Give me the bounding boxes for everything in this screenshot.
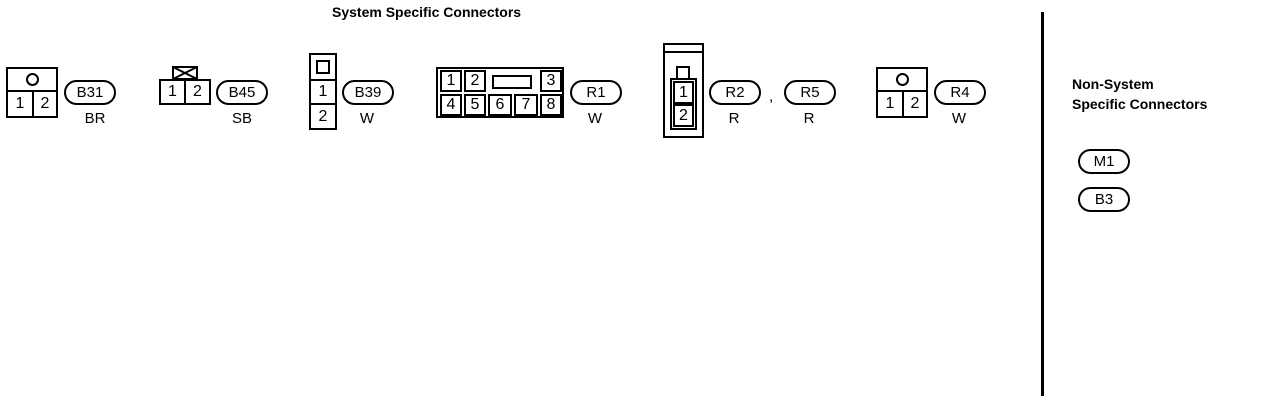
connector-r4-color: W	[951, 110, 967, 127]
connector-r1-pin: 6	[488, 94, 512, 116]
connector-r5-color: R	[803, 110, 815, 127]
connector-b45-pin: 2	[184, 79, 211, 105]
connector-r1-pin: 8	[540, 94, 562, 116]
connector-r4-pin: 1	[876, 90, 904, 118]
connector-b31-pin: 2	[32, 90, 58, 118]
system-specific-title: System Specific Connectors	[332, 4, 522, 20]
connector-b31-label: B31	[64, 80, 116, 105]
connector-lock-icon	[896, 73, 909, 86]
connector-b39-label: B39	[342, 80, 394, 105]
connector-b45-color: SB	[231, 110, 252, 127]
connector-r2-pin: 2	[673, 104, 694, 127]
connector-r1-pin: 1	[440, 70, 462, 92]
connector-r4-label: R4	[934, 80, 986, 105]
connector-b31-color: BR	[84, 110, 106, 127]
connector-r4-pin: 2	[902, 90, 928, 118]
connector-r1-pin: 2	[464, 70, 486, 92]
connector-r1-label: R1	[570, 80, 622, 105]
connector-r1-color: W	[587, 110, 603, 127]
non-system-title-line2: Specific Connectors	[1072, 96, 1208, 112]
connector-b3-label: B3	[1078, 187, 1130, 212]
connector-r1-pin: 5	[464, 94, 486, 116]
connector-lock-icon	[26, 73, 39, 86]
connector-b39-pin: 1	[309, 79, 337, 105]
section-divider	[1041, 12, 1044, 396]
connector-r2-pin: 1	[673, 81, 694, 104]
connector-b39-pin: 2	[309, 103, 337, 130]
connector-r1-pin: 3	[540, 70, 562, 92]
connector-lock-icon	[316, 60, 330, 74]
separator-comma: ,	[769, 88, 774, 105]
non-system-title-line1: Non-System	[1072, 76, 1154, 92]
connector-r1-pin: 4	[440, 94, 462, 116]
connector-latch-icon	[172, 66, 198, 80]
connector-b39-housing	[309, 53, 337, 81]
connector-r2-color: R	[728, 110, 740, 127]
connector-r2-label: R2	[709, 80, 761, 105]
connector-m1-label: M1	[1078, 149, 1130, 174]
connector-b39-color: W	[359, 110, 375, 127]
connector-r4-housing	[876, 67, 928, 92]
connector-b31-pin: 1	[6, 90, 34, 118]
connector-b45-label: B45	[216, 80, 268, 105]
connector-b45-pin: 1	[159, 79, 186, 105]
connector-b31-housing	[6, 67, 58, 92]
connector-r5-label: R5	[784, 80, 836, 105]
connector-r1-pin: 7	[514, 94, 538, 116]
connector-key-icon	[492, 75, 532, 89]
